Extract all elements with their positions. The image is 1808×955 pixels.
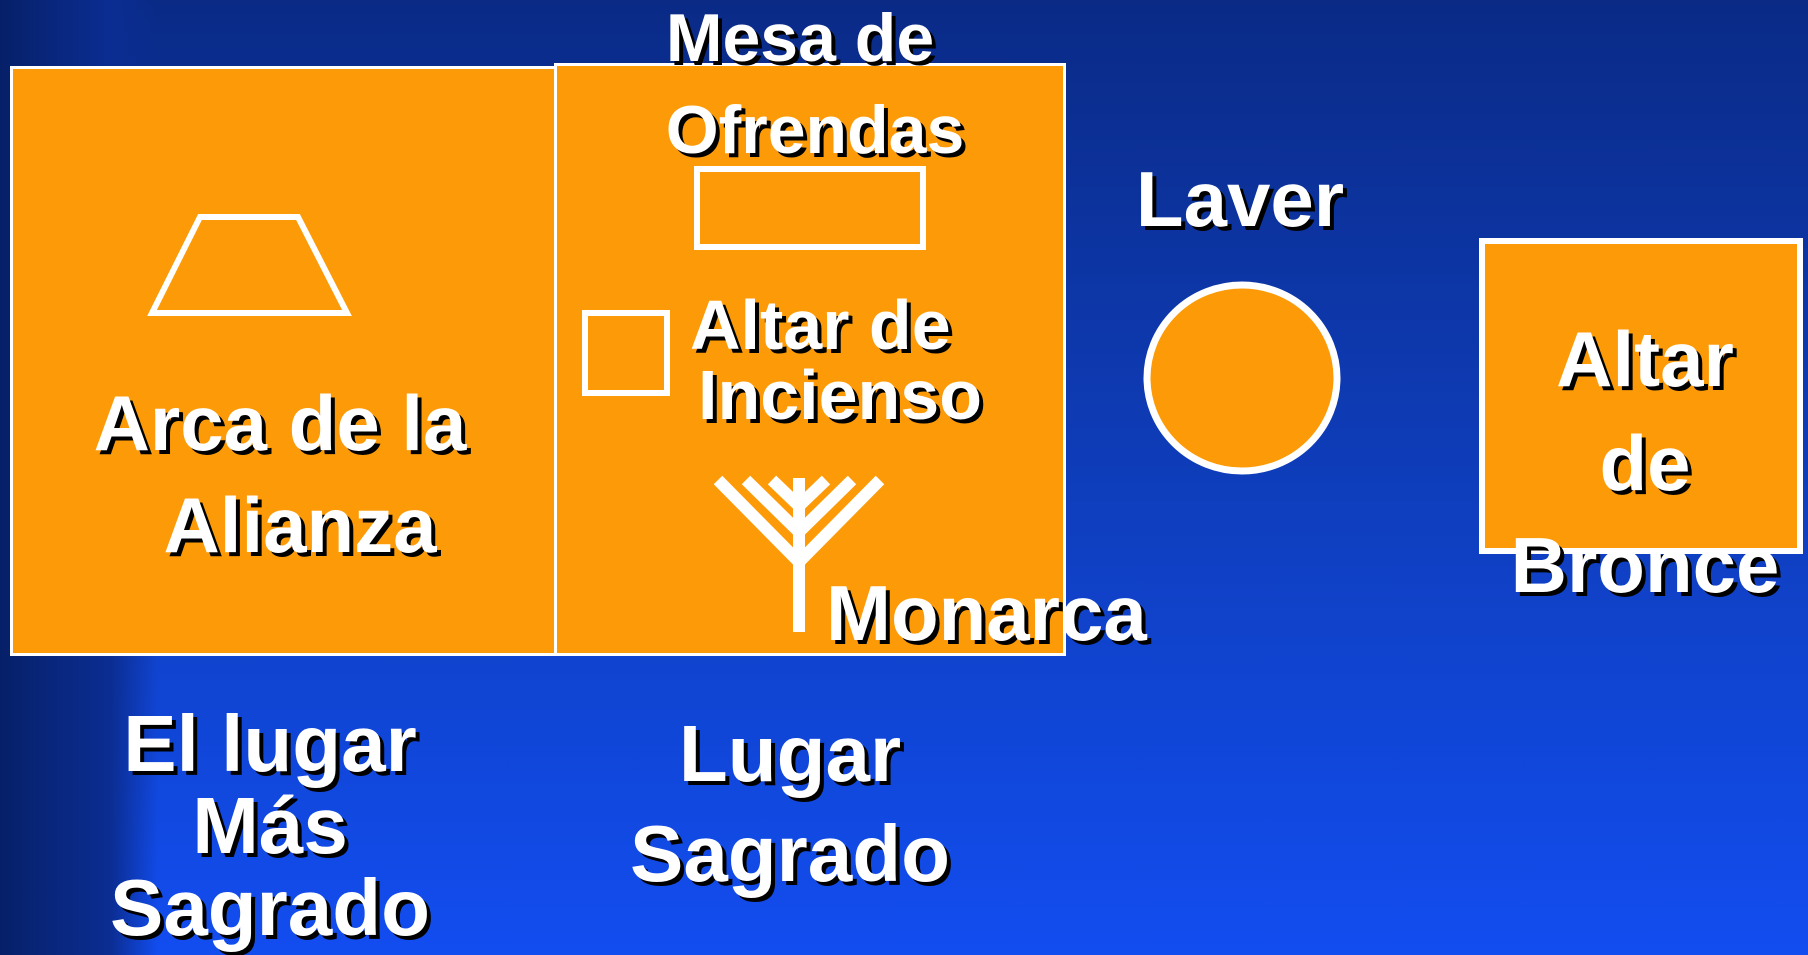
incense-altar-label-line2: Incienso xyxy=(698,356,982,434)
holy-place-caption-line1: Lugar xyxy=(678,709,902,798)
bronze-altar-label-line3: Bronce xyxy=(1510,521,1780,609)
rectangle-icon xyxy=(694,166,926,250)
bronze-altar-panel xyxy=(1479,238,1803,554)
menorah-icon xyxy=(713,475,885,632)
bronze-altar-label-line2: de xyxy=(1599,419,1691,507)
holy-of-holies-caption-line1: El lugar xyxy=(123,699,417,788)
lampstand-label: Monarca xyxy=(826,569,1147,657)
table-of-offerings-label-line1: Mesa de xyxy=(665,0,935,76)
holy-of-holies-caption-line2: Más xyxy=(192,781,348,870)
incense-altar-label-line1: Altar de xyxy=(690,286,951,364)
holy-of-holies-caption-line3: Sagrado xyxy=(109,863,431,952)
square-icon xyxy=(582,310,670,396)
bronze-altar-label-line1: Altar xyxy=(1556,315,1734,403)
ark-label-line2: Alianza xyxy=(163,481,437,569)
circle-icon xyxy=(1143,281,1341,475)
holy-place-caption-line2: Sagrado xyxy=(629,809,951,898)
ark-label-line1: Arca de la xyxy=(93,379,467,467)
table-of-offerings-label-line2: Ofrendas xyxy=(665,92,965,168)
laver-label: Laver xyxy=(1135,155,1345,243)
trapezoid-icon xyxy=(147,214,352,316)
